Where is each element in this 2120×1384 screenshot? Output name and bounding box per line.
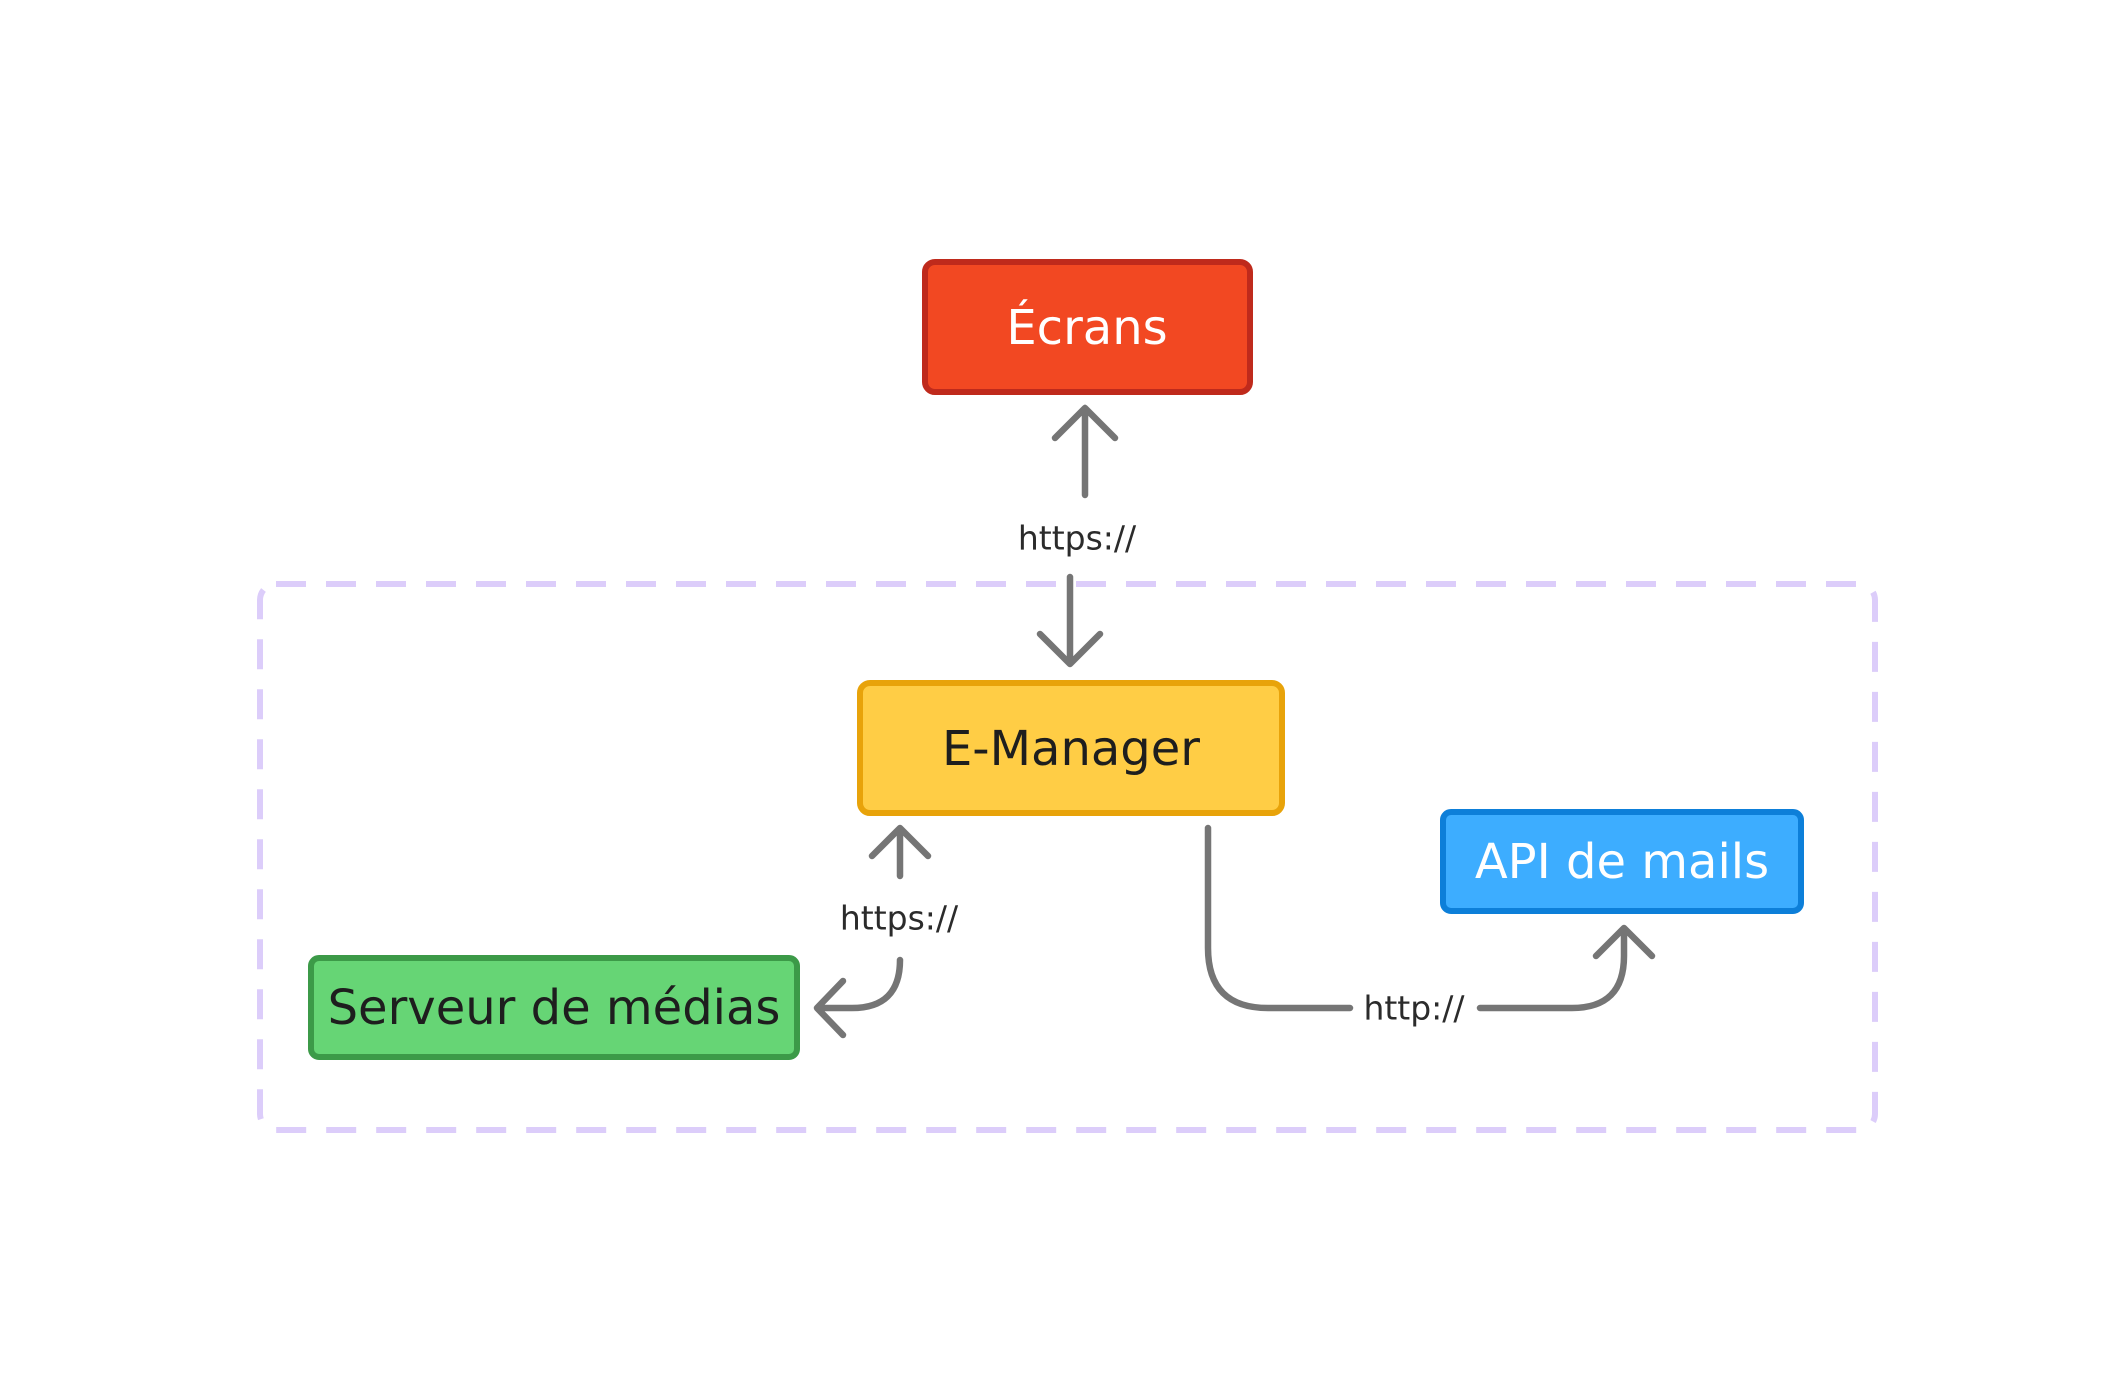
edge-emanager-api: http:// [1204, 824, 1656, 1028]
arrow-up-icon [868, 824, 932, 880]
node-ecrans-label: Écrans [1006, 299, 1167, 356]
node-media-server[interactable]: Serveur de médias [308, 955, 800, 1060]
edge-label-https-bottom: https:// [840, 899, 959, 938]
node-media-server-label: Serveur de médias [328, 980, 781, 1036]
arrow-down-icon [1036, 573, 1104, 668]
edge-ecrans-emanager: https:// [1018, 404, 1137, 668]
curved-arrow-up-icon [1476, 924, 1656, 1012]
node-ecrans[interactable]: Écrans [922, 259, 1253, 395]
arrow-up-icon [1051, 404, 1119, 499]
node-emanager[interactable]: E-Manager [857, 680, 1285, 816]
node-emanager-label: E-Manager [942, 721, 1200, 777]
edge-label-http: http:// [1363, 989, 1465, 1028]
connector-line [1204, 824, 1354, 1012]
curved-arrow-left-icon [813, 956, 904, 1039]
edge-label-https-top: https:// [1018, 519, 1137, 558]
system-boundary [257, 581, 1878, 1133]
node-api-mails[interactable]: API de mails [1440, 809, 1804, 914]
node-api-mails-label: API de mails [1475, 834, 1769, 890]
edge-emanager-media: https:// [813, 824, 959, 1039]
